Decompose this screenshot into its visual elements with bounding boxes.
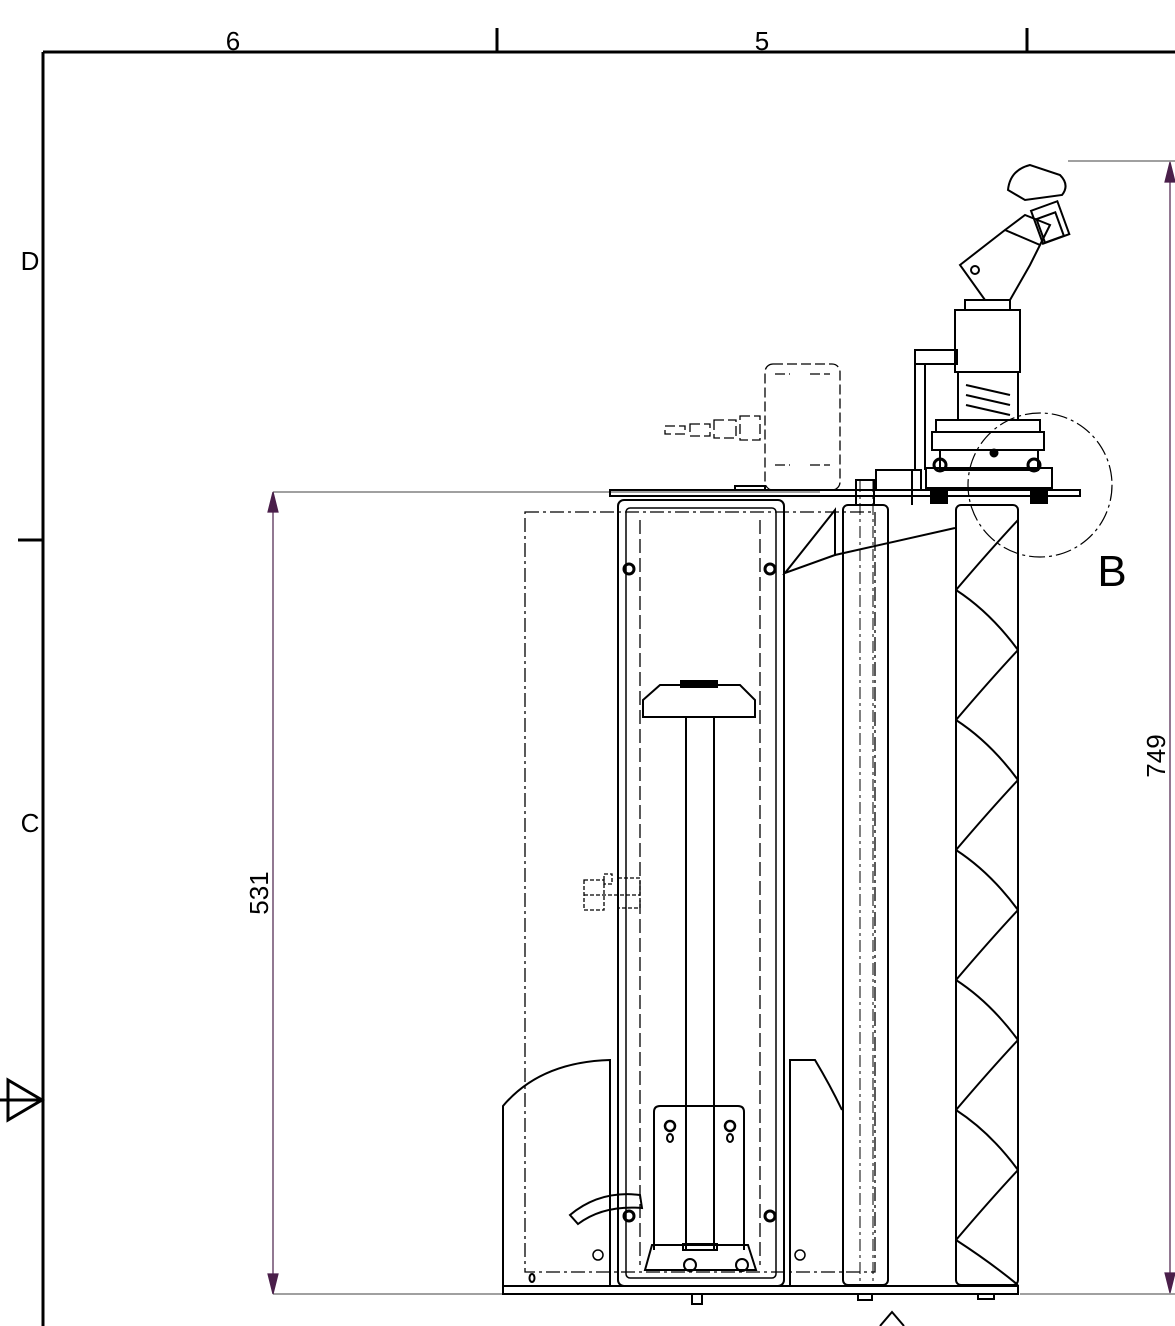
dimension-label-749: 749 (1141, 734, 1171, 777)
flange-assembly (925, 419, 1053, 504)
guide-rail (842, 469, 922, 1286)
knob-arm (958, 163, 1071, 301)
hidden-housing-outline (524, 511, 876, 1273)
detail-circle (967, 412, 1113, 558)
dimension-531 (267, 491, 820, 1295)
spiral-screw (955, 504, 1019, 1286)
hidden-sensor-box (664, 363, 841, 491)
spring-column (914, 299, 1021, 470)
dimension-749 (1020, 160, 1175, 1295)
top-plate (609, 485, 1081, 576)
motor-bracket (568, 1105, 758, 1272)
row-label-d: D (21, 246, 40, 276)
row-label-c: C (21, 808, 40, 838)
side-connector (583, 873, 641, 911)
frame-bolts (622, 562, 777, 1223)
detail-callout-label: B (1097, 547, 1126, 596)
column-label-6: 6 (226, 26, 240, 56)
column-label-5: 5 (755, 26, 769, 56)
bottom-centering-mark (879, 1310, 905, 1326)
lift-column (642, 680, 756, 1250)
column-frame (617, 499, 785, 1287)
dimension-label-531: 531 (244, 871, 274, 914)
lower-housing (502, 1058, 843, 1286)
zone-tick-marks (18, 28, 1029, 542)
drawing-frame (41, 50, 1175, 1326)
centering-mark (0, 1077, 45, 1123)
